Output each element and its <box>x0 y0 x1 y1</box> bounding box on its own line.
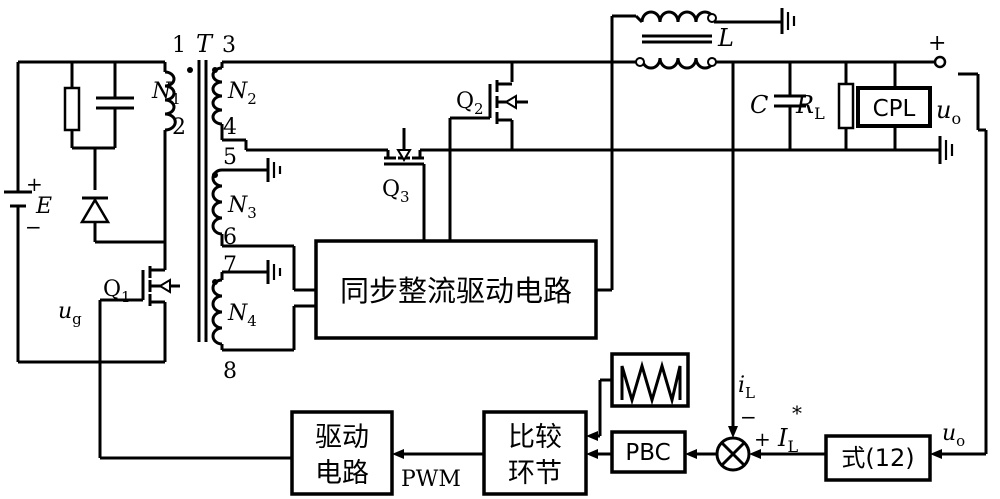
output-plus: + <box>928 31 946 56</box>
formula-label: 式(12) <box>841 444 914 472</box>
resistor-label: RL <box>795 91 825 123</box>
q3-label: Q3 <box>382 177 410 206</box>
pin-6: 6 <box>223 225 237 250</box>
output-terminal <box>933 55 947 69</box>
ground-pin7 <box>266 260 282 284</box>
mosfet-q2 <box>448 62 528 240</box>
iref-wire <box>749 449 826 459</box>
dot-n3 <box>212 172 218 178</box>
winding-n1-label: N1 <box>151 79 181 108</box>
resistor-rl <box>837 62 855 150</box>
pbc-to-compare-wire <box>586 449 612 459</box>
winding-n4-label: N4 <box>227 301 257 330</box>
sync-rectifier-drive-block <box>314 239 598 340</box>
output-voltage-label: uo <box>936 96 961 128</box>
il-label: iL <box>738 373 755 402</box>
source-label: E <box>35 194 52 219</box>
pin-3: 3 <box>222 33 236 58</box>
transformer-label: T <box>196 30 214 58</box>
sync-to-inductor-wire <box>596 14 636 292</box>
iref-plus: + <box>754 427 771 451</box>
snubber-capacitor <box>96 96 134 110</box>
pin-2: 2 <box>172 115 186 140</box>
pin-8: 8 <box>223 359 237 384</box>
mosfet-q3 <box>384 128 940 240</box>
ground-inductor <box>770 8 796 34</box>
pwm-wire <box>392 449 484 459</box>
ground-output <box>938 136 954 164</box>
current-sense-wire <box>728 62 738 438</box>
winding-n2-coil <box>211 66 223 126</box>
capacitor-c <box>774 62 806 150</box>
load-cpl <box>856 62 932 150</box>
driver-block <box>290 410 394 496</box>
il-minus: − <box>740 405 757 429</box>
driver-label-line1: 驱动 <box>315 422 369 453</box>
winding-n4-coil <box>211 278 223 346</box>
sync-rectifier-drive-label: 同步整流驱动电路 <box>340 274 572 308</box>
formula-block <box>824 434 932 482</box>
winding-n3-label: N3 <box>227 193 257 222</box>
load-cpl-label: CPL <box>873 96 916 122</box>
source-minus: − <box>25 215 42 239</box>
gate-drive-wire <box>98 298 292 460</box>
inductor-l <box>632 10 940 70</box>
q1-label: Q1 <box>103 277 131 306</box>
pin-7: 7 <box>223 253 237 278</box>
driver-label-line2: 电路 <box>315 458 369 489</box>
dot-n2 <box>212 67 218 73</box>
winding-n1-coil <box>164 70 177 132</box>
pin-1: 1 <box>172 33 186 58</box>
pin-4: 4 <box>223 115 237 140</box>
ground-pin5 <box>266 158 282 182</box>
mosfet-q1 <box>141 266 180 312</box>
snubber-diode <box>79 196 111 224</box>
pwm-label: PWM <box>401 467 461 492</box>
winding-n2-label: N2 <box>227 79 257 108</box>
pbc-block <box>610 430 687 474</box>
compare-label-line2: 环节 <box>508 458 562 489</box>
secondary-wiring <box>220 60 632 352</box>
output-sense-wire <box>930 72 988 459</box>
pbc-wire <box>685 449 717 459</box>
summing-junction <box>715 436 751 472</box>
winding-n3-coil <box>211 168 223 236</box>
primary-wiring <box>16 60 167 364</box>
sawtooth-wave-icon <box>620 360 682 406</box>
iref-label: IL <box>777 424 798 456</box>
capacitor-label: C <box>750 91 768 119</box>
dc-source-e <box>4 190 32 218</box>
pin-5: 5 <box>223 145 237 170</box>
pbc-label: PBC <box>625 440 670 466</box>
source-plus: + <box>26 172 43 196</box>
feedback-uo-label: uo <box>942 421 965 450</box>
iref-star: * <box>792 401 802 425</box>
transformer-core <box>197 60 208 342</box>
q2-label: Q2 <box>456 89 484 118</box>
dot-n4 <box>212 279 218 285</box>
snubber-resistor <box>63 86 81 132</box>
compare-label-line1: 比较 <box>508 422 562 453</box>
carrier-to-compare-wire <box>586 378 612 441</box>
gate-signal-label: ug <box>58 299 82 328</box>
inductor-label: L <box>717 24 734 52</box>
dot-n1 <box>187 67 193 73</box>
